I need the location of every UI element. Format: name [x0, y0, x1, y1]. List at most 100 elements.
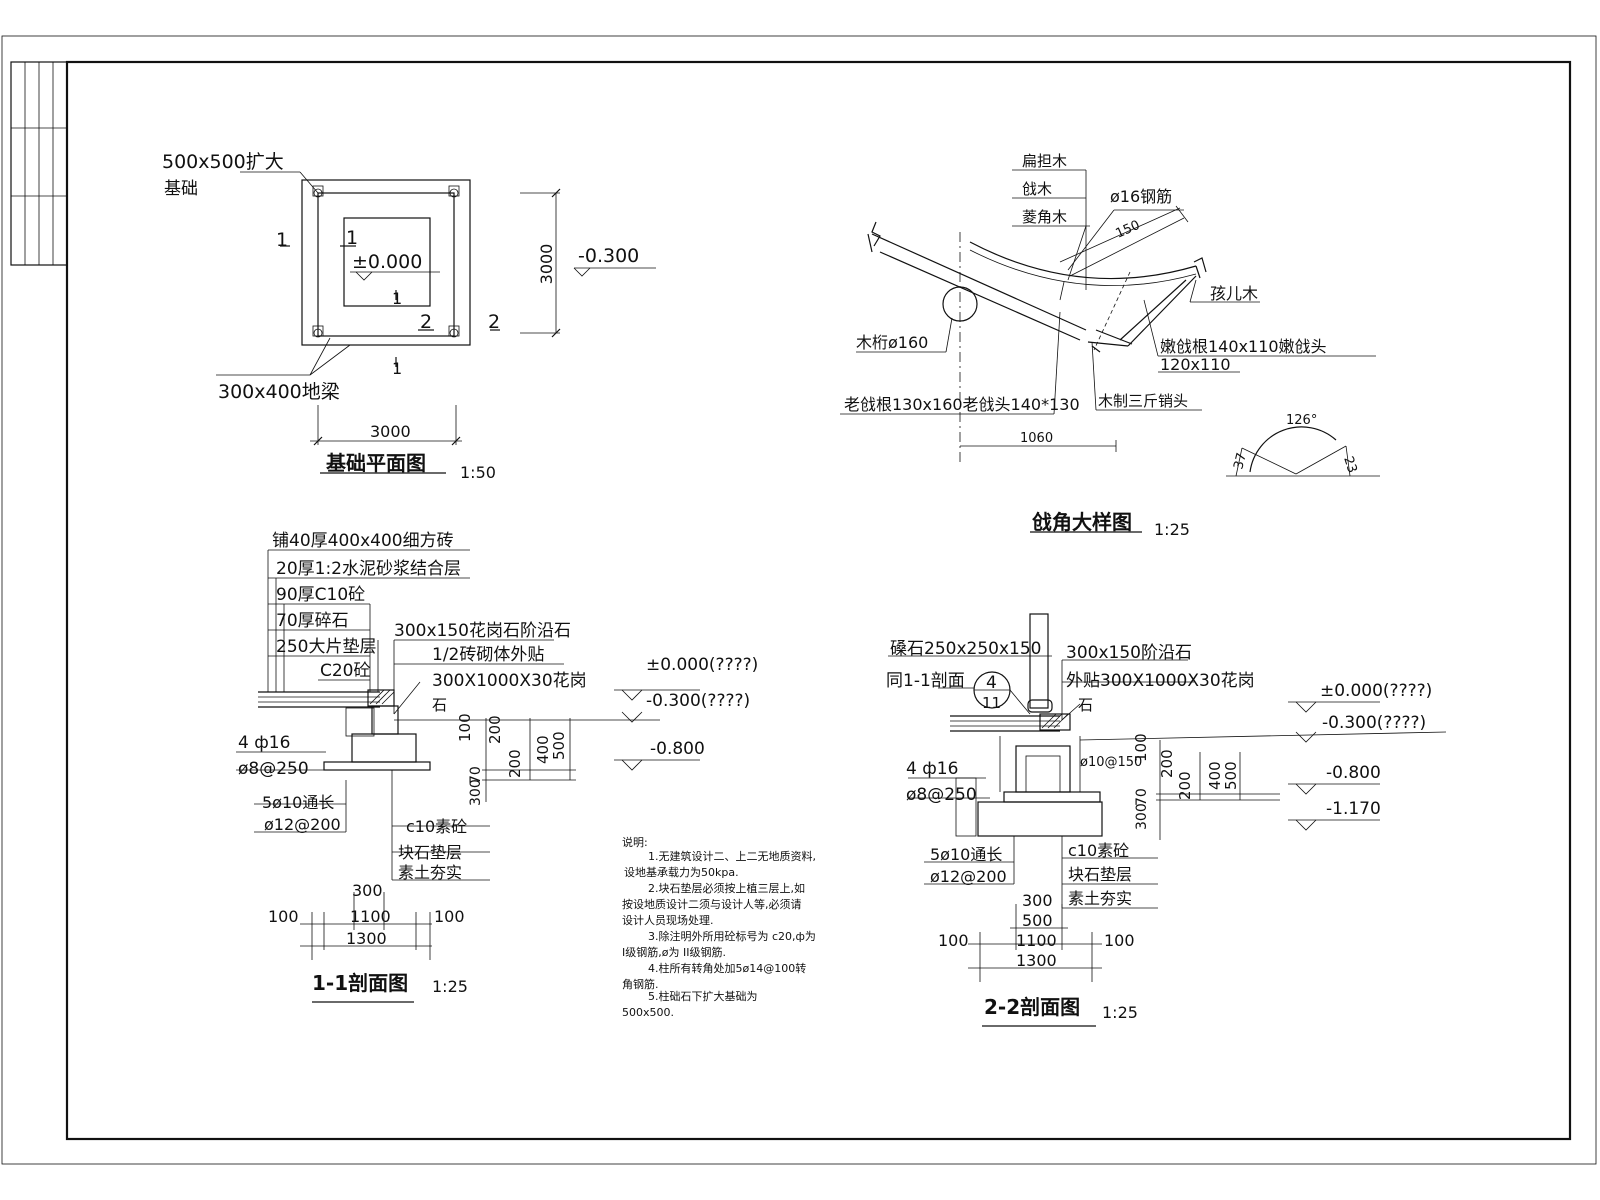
- s11-veneer-2: 300X1000X30花岗: [432, 671, 587, 691]
- s22-rebar-4: ø12@200: [930, 867, 1007, 886]
- plan-title: 基础平面图: [326, 451, 426, 475]
- section-2-2: [888, 613, 1447, 1027]
- s11-rebar-2: ø8@250: [238, 759, 309, 779]
- plan-scale: 1:50: [460, 463, 496, 482]
- plan-section-1-left: 1: [276, 229, 288, 251]
- s11-elev-0: ±0.000(????): [646, 655, 758, 675]
- notes-line-1: 1.无建筑设计二、上二无地质资料,: [648, 849, 816, 863]
- s11-layer-1: 铺40厚400x400细方砖: [272, 531, 454, 551]
- notes-line-7: I级钢筋,ø为 II级钢筋.: [622, 945, 726, 959]
- foundation-plan: [216, 171, 656, 474]
- s22-dim-v-7: 300: [1134, 803, 1150, 830]
- s22-dim-100b: 100: [1104, 931, 1135, 950]
- plan-section-1-bottom-a: 1: [392, 289, 402, 308]
- s22-base-2: 块石垫层: [1068, 865, 1132, 884]
- s22-callout-sub: 11: [982, 694, 1001, 712]
- eave-callout-8: 120x110: [1160, 355, 1231, 374]
- notes-line-2: 设地基承载力为50kpa.: [624, 866, 739, 879]
- s22-elev-2: -0.800: [1326, 763, 1381, 783]
- s22-rebar-2: ø8@250: [906, 785, 977, 805]
- s22-base-1: c10素砼: [1068, 841, 1129, 860]
- eave-dim-1060: 1060: [1020, 431, 1053, 446]
- s22-elev-0: ±0.000(????): [1320, 681, 1432, 701]
- s22-veneer-1: 外贴300X1000X30花岗: [1066, 671, 1255, 691]
- plan-elevation-neg: -0.300: [578, 245, 639, 267]
- notes-line-4: 按设地质设计二须与设计人等,必须请: [622, 897, 802, 911]
- s22-plinth: 磉石250x250x150: [890, 639, 1041, 659]
- plan-section-1-inner: 1: [346, 227, 358, 249]
- s11-dim-v-1: 100: [456, 713, 474, 742]
- s22-scale: 1:25: [1102, 1003, 1138, 1022]
- s11-veneer-1: 1/2砖砌体外贴: [432, 645, 544, 665]
- s11-dim-100b: 100: [434, 907, 465, 926]
- s22-dim-v-6: 70: [1134, 788, 1150, 806]
- eave-angle-126: 126°: [1286, 413, 1317, 428]
- notes-heading: 说明:: [622, 835, 648, 849]
- s22-rebar-3: 5ø10通长: [930, 845, 1002, 864]
- s11-dim-1300: 1300: [346, 929, 387, 948]
- s22-dim-500: 500: [1022, 911, 1053, 930]
- s22-dim-300: 300: [1022, 891, 1053, 910]
- eave-detail: [840, 169, 1380, 533]
- s22-veneer-2: 石: [1078, 696, 1093, 714]
- s22-rebar-1: 4 ф16: [906, 759, 958, 779]
- s11-base-3: 素土夯实: [398, 863, 462, 882]
- s11-dim-300: 300: [352, 881, 383, 900]
- eave-angle-23: 23: [1340, 455, 1359, 475]
- s11-elev-2: -0.800: [650, 739, 705, 759]
- s22-elev-3: -1.170: [1326, 799, 1381, 819]
- notes-line-3: 2.块石垫层必须按上植三层上,如: [648, 881, 805, 895]
- plan-dim-width: 3000: [370, 422, 411, 441]
- eave-title: 戗角大样图: [1032, 510, 1132, 534]
- s22-rebar-a: ø10@150: [1080, 755, 1142, 770]
- s11-dim-100a: 100: [268, 907, 299, 926]
- s11-base-2: 块石垫层: [398, 843, 462, 862]
- notes-line-6: 3.除注明外所用砼标号为 c20,ф为: [648, 929, 816, 943]
- notes-block: 说明: 1.无建筑设计二、上二无地质资料, 设地基承载力为50kpa. 2.块石…: [622, 835, 816, 1019]
- s22-dim-100a: 100: [938, 931, 969, 950]
- notes-line-9: 角钢筋.: [622, 977, 659, 991]
- s22-callout-num: 4: [986, 673, 997, 693]
- s22-base-3: 素土夯实: [1068, 889, 1132, 908]
- s11-dim-v-2: 200: [486, 715, 504, 744]
- s11-dim-v-6: 70: [468, 766, 484, 784]
- eave-callout-7: 嫩戗根140x110嫩戗头: [1160, 337, 1327, 356]
- s11-rebar-4: ø12@200: [264, 815, 341, 834]
- s11-rebar-1: 4 ф16: [238, 733, 290, 753]
- notes-line-10: 5.柱础石下扩大基础为: [648, 989, 758, 1003]
- s22-ref: 同1-1剖面: [886, 671, 965, 691]
- plan-section-2-inner: 2: [420, 311, 432, 333]
- plan-footing-label-2: 基础: [164, 179, 198, 199]
- plan-ground-beam: 300x400地梁: [218, 381, 340, 403]
- s11-rebar-3: 5ø10通长: [262, 793, 334, 812]
- plan-section-2-right: 2: [488, 311, 500, 333]
- s22-dim-v-1: 100: [1132, 733, 1150, 762]
- s11-layer-4: 70厚碎石: [276, 611, 349, 631]
- s11-dim-v-5: 500: [550, 731, 568, 760]
- s11-dim-1100: 1100: [350, 907, 391, 926]
- eave-angle-37: 37: [1231, 451, 1250, 471]
- s11-title: 1-1剖面图: [312, 971, 408, 995]
- s11-layer-3: 90厚C10砼: [276, 585, 365, 605]
- s22-dim-1100: 1100: [1016, 931, 1057, 950]
- eave-callout-9: 老戗根130x160老戗头140*130: [844, 395, 1080, 414]
- s22-dim-v-2: 200: [1158, 749, 1176, 778]
- s11-layer-2: 20厚1:2水泥砂浆结合层: [276, 559, 461, 579]
- notes-line-5: 设计人员现场处理.: [622, 913, 714, 927]
- notes-line-11: 500x500.: [622, 1006, 674, 1019]
- s22-dim-1300: 1300: [1016, 951, 1057, 970]
- s22-elev-1: -0.300(????): [1322, 713, 1426, 733]
- eave-callout-2: 戗木: [1022, 180, 1052, 198]
- eave-callout-10: 木制三斤销头: [1098, 392, 1188, 410]
- eave-scale: 1:25: [1154, 520, 1190, 539]
- s11-dim-v-3: 200: [506, 749, 524, 778]
- s11-layer-5: 250大片垫层: [276, 637, 376, 657]
- s22-title: 2-2剖面图: [984, 995, 1080, 1019]
- s22-dim-v-5: 500: [1222, 761, 1240, 790]
- eave-dim-150: 150: [1114, 218, 1143, 242]
- plan-footing-label-1: 500x500扩大: [162, 151, 284, 173]
- s11-dim-v-7: 300: [468, 779, 484, 806]
- s11-paving-stone: 300x150花岗石阶沿石: [394, 621, 571, 641]
- section-1-1: [236, 549, 700, 1003]
